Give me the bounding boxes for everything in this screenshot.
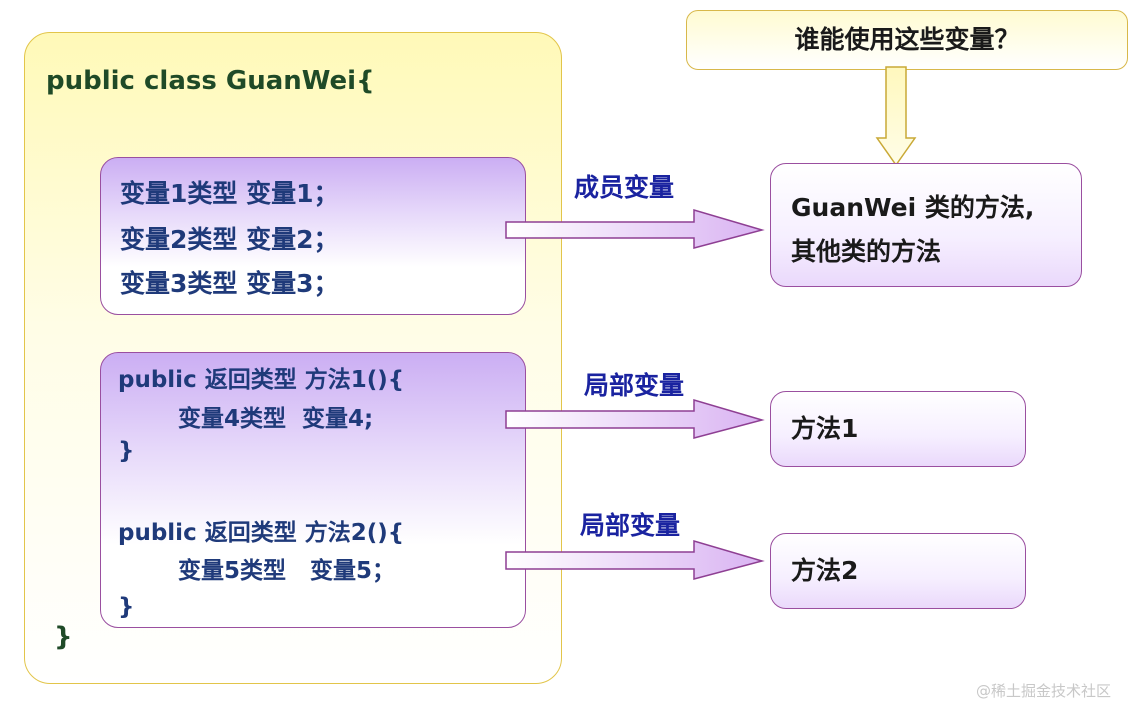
local-variable-arrow-2 (505, 539, 765, 580)
local-variable-label-1: 局部变量 (584, 371, 685, 400)
question-box: 谁能使用这些变量？ (686, 10, 1128, 70)
method1-local-variable: 变量4类型 变量4; (178, 406, 374, 432)
class-closing-brace: } (54, 622, 73, 652)
question-down-arrow (875, 66, 917, 167)
member-variable-1: 变量1类型 变量1； (120, 179, 339, 208)
member-access-line-1: GuanWei 类的方法, (791, 193, 1035, 222)
methods-box (100, 352, 526, 628)
member-access-box: GuanWei 类的方法, 其他类的方法 (770, 163, 1082, 287)
member-variable-label: 成员变量 (574, 173, 675, 202)
method1-signature: public 返回类型 方法1(){ (118, 367, 405, 393)
class-header: public class GuanWei{ (46, 66, 375, 96)
member-variable-3: 变量3类型 变量3； (120, 269, 339, 298)
member-variable-2: 变量2类型 变量2； (120, 225, 339, 254)
method1-closing-brace: } (118, 438, 135, 464)
method2-access-box: 方法2 (770, 533, 1026, 609)
local-variable-arrow-1 (505, 398, 765, 439)
member-access-line-2: 其他类的方法 (791, 237, 942, 266)
method2-signature: public 返回类型 方法2(){ (118, 520, 405, 546)
member-variable-arrow (505, 208, 765, 249)
method2-closing-brace: } (118, 594, 135, 620)
method2-local-variable: 变量5类型 变量5； (178, 558, 396, 584)
method1-access-box: 方法1 (770, 391, 1026, 467)
watermark: @稀土掘金技术社区 (976, 682, 1112, 700)
local-variable-label-2: 局部变量 (580, 511, 681, 540)
